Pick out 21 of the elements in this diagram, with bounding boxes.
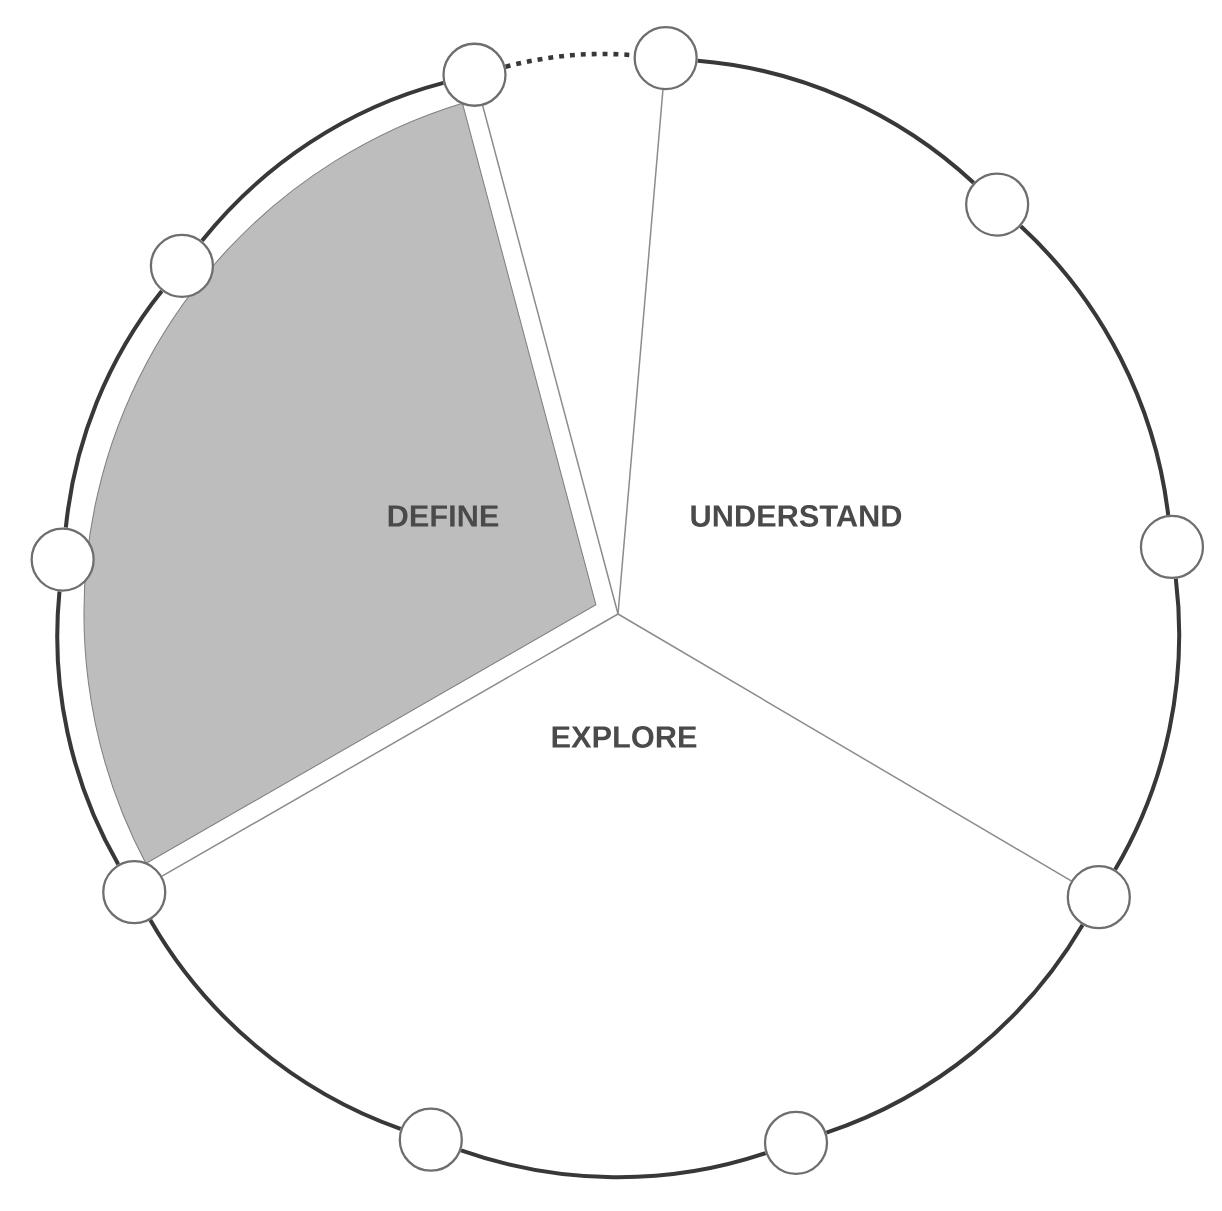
rim-circle [1066,865,1131,930]
rim-arc [825,923,1085,1135]
rim-arc [1113,578,1182,871]
rim-arc [148,918,402,1131]
rim-arc [460,1148,767,1180]
sector-label: EXPLORE [552,726,697,748]
rim-circle [102,860,167,925]
rim-circle [965,172,1030,237]
rim-arc [697,58,975,185]
rim-arc [63,289,164,528]
rim-arc [1019,224,1171,516]
rim-arc [200,80,444,243]
rim-circle [149,233,215,299]
rim-circle [763,1110,829,1175]
rim-circle [398,1107,463,1172]
rim-circle [442,42,507,107]
rim-arc [55,591,120,866]
sector-label: UNDERSTAND [691,505,902,527]
rim-circle [1139,514,1205,580]
rim-circle [30,527,95,592]
rim-circle [633,25,698,91]
